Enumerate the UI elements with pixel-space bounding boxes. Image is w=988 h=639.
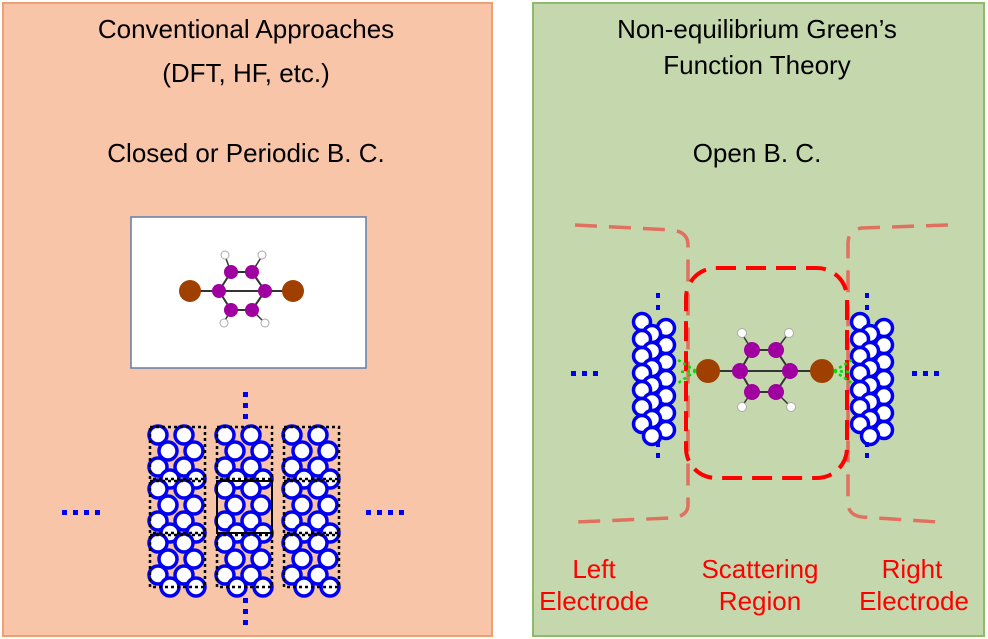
contact-bonds bbox=[677, 358, 853, 385]
carbon-atom bbox=[245, 303, 259, 317]
hydrogen-atom bbox=[220, 250, 230, 260]
electrode-atom bbox=[291, 494, 313, 516]
left-panel: Conventional Approaches (DFT, HF, etc.) … bbox=[2, 2, 493, 637]
periodic-image-cell bbox=[148, 479, 207, 535]
carbon-atom bbox=[768, 342, 784, 358]
electrode-atom bbox=[157, 440, 179, 462]
scattering-region-label-line2: Region bbox=[719, 586, 801, 616]
hydrogen-atom bbox=[737, 328, 747, 338]
electrode-atom bbox=[293, 576, 315, 598]
sulfur-atom bbox=[696, 359, 720, 383]
electrode-atom bbox=[157, 548, 179, 570]
hydrogen-atom bbox=[260, 318, 270, 328]
right-panel-background bbox=[532, 2, 985, 637]
periodic-image-cell bbox=[148, 425, 207, 481]
right-electrode-label-line2: Electrode bbox=[859, 586, 969, 616]
electrode-atom bbox=[859, 425, 881, 447]
electrode-atom bbox=[159, 576, 181, 598]
carbon-atom bbox=[224, 303, 238, 317]
electrode-atom bbox=[240, 424, 262, 446]
left-electrode-label-line2: Electrode bbox=[539, 586, 649, 616]
carbon-atom bbox=[782, 363, 798, 379]
molecule-box bbox=[130, 216, 367, 369]
electrode-atom bbox=[641, 425, 663, 447]
electrode-atom bbox=[291, 440, 313, 462]
carbon-atom bbox=[224, 265, 238, 279]
electrode-atom bbox=[317, 440, 339, 462]
continuation-dots-right-panel bbox=[571, 371, 939, 376]
left-boundary-label: Closed or Periodic B. C. bbox=[107, 138, 384, 168]
continuation-dots-left-panel bbox=[62, 392, 404, 625]
carbon-atom bbox=[732, 363, 748, 379]
periodic-image-cell bbox=[282, 479, 341, 535]
periodic-image-cell bbox=[282, 425, 341, 481]
carbon-atom bbox=[245, 265, 259, 279]
molecule-large bbox=[696, 328, 834, 412]
hydrogen-atom bbox=[786, 402, 796, 412]
electrode-atom bbox=[173, 424, 195, 446]
electrode-atom bbox=[317, 494, 339, 516]
electrode-atom bbox=[224, 548, 246, 570]
right-title-line1: Non-equilibrium Green’s bbox=[617, 14, 897, 44]
hydrogen-atom bbox=[219, 318, 229, 328]
electrode-atom bbox=[183, 494, 205, 516]
electrode-atom bbox=[224, 494, 246, 516]
electrode-atom bbox=[250, 494, 272, 516]
electrode-atom bbox=[250, 440, 272, 462]
sulfur-atom bbox=[179, 280, 201, 302]
central-unit-cell bbox=[216, 480, 273, 534]
electrode-atom bbox=[317, 548, 339, 570]
left-electrode-atoms bbox=[631, 311, 677, 447]
sulfur-atom bbox=[810, 359, 834, 383]
left-electrode-label-line1: Left bbox=[572, 554, 616, 584]
left-title-line1: Conventional Approaches bbox=[98, 14, 394, 44]
hydrogen-atom bbox=[784, 328, 794, 338]
electrode-atom bbox=[307, 424, 329, 446]
periodic-image-cell bbox=[215, 425, 274, 481]
electrode-atom bbox=[183, 548, 205, 570]
scattering-region-outline bbox=[684, 266, 849, 480]
electrode-atom bbox=[250, 548, 272, 570]
electrode-atom bbox=[183, 440, 205, 462]
hydrogen-atom bbox=[737, 402, 747, 412]
right-title-line2: Function Theory bbox=[663, 50, 850, 80]
electrode-atom bbox=[224, 440, 246, 462]
periodic-image-cell bbox=[215, 533, 274, 589]
right-electrode-label-line1: Right bbox=[882, 554, 943, 584]
carbon-atom bbox=[744, 342, 760, 358]
sulfur-atom bbox=[282, 280, 304, 302]
molecule-small bbox=[179, 250, 304, 328]
carbon-atom bbox=[258, 284, 272, 298]
periodic-lattice bbox=[147, 424, 341, 598]
right-electrode-atoms bbox=[849, 311, 895, 447]
scattering-region-label-line1: Scattering bbox=[701, 554, 818, 584]
carbon-atom bbox=[768, 384, 784, 400]
periodic-image-cell bbox=[282, 533, 341, 589]
carbon-atom bbox=[212, 284, 226, 298]
electrode-atom bbox=[226, 576, 248, 598]
carbon-atom bbox=[744, 384, 760, 400]
hydrogen-atom bbox=[257, 250, 267, 260]
left-title-line2: (DFT, HF, etc.) bbox=[162, 58, 330, 88]
periodic-image-cell bbox=[148, 533, 207, 589]
right-panel: Non-equilibrium Green’s Function Theory … bbox=[532, 2, 985, 637]
electrode-atom bbox=[291, 548, 313, 570]
electrode-edge-dots bbox=[656, 293, 869, 458]
right-boundary-label: Open B. C. bbox=[693, 138, 822, 168]
electrode-atom bbox=[157, 494, 179, 516]
